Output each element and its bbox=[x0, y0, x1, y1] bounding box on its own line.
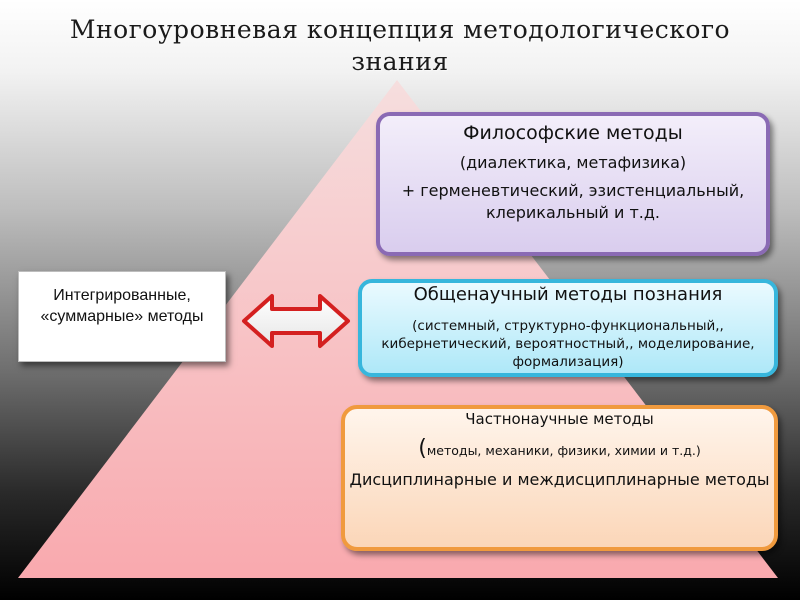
philosophical-methods-box: Философские методы (диалектика, метафизи… bbox=[376, 112, 770, 256]
open-parenthesis: ( bbox=[418, 436, 427, 461]
disciplinary-methods-text: Дисциплинарные и междисциплинарные метод… bbox=[349, 470, 770, 489]
specific-scientific-methods-examples-line: (методы, механики, физики, химии и т.д.) bbox=[345, 436, 774, 461]
integrated-methods-box: Интегрированные, «суммарные» методы bbox=[18, 271, 226, 362]
specific-scientific-methods-heading: Частнонаучные методы bbox=[465, 410, 654, 428]
slide-title: Многоуровневая концепция методологическо… bbox=[69, 15, 731, 76]
general-scientific-methods-examples: (системный, структурно-функциональный,, … bbox=[381, 318, 755, 370]
philosophical-methods-addition: + герменевтический, эзистенциальный, кле… bbox=[401, 181, 745, 222]
specific-scientific-methods-examples: методы, механики, физики, химии и т.д.) bbox=[426, 443, 701, 458]
philosophical-methods-heading: Философские методы bbox=[463, 122, 683, 144]
general-scientific-methods-heading: Общенаучный методы познания bbox=[413, 284, 723, 305]
specific-scientific-methods-box: Частнонаучные методы (методы, механики, … bbox=[341, 405, 778, 551]
general-scientific-methods-box: Общенаучный методы познания (системный, … bbox=[358, 279, 778, 377]
double-headed-arrow-icon bbox=[242, 294, 350, 348]
philosophical-methods-examples: (диалектика, метафизика) bbox=[459, 153, 687, 172]
